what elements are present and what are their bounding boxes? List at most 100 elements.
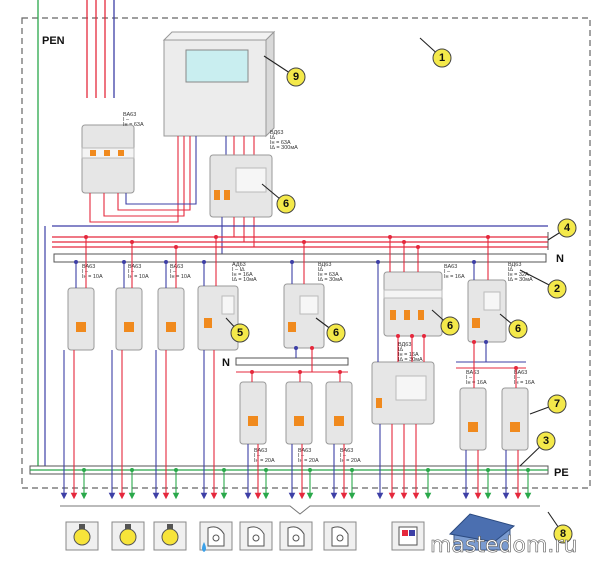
lamp-icon xyxy=(65,521,99,551)
b2-model: ВА63 xyxy=(128,264,141,270)
rcd-main-line1: I∆ xyxy=(270,135,276,141)
electricity-meter xyxy=(162,30,276,138)
socket-breakers xyxy=(239,381,353,445)
callout-badge xyxy=(547,279,567,299)
callout-number: 7 xyxy=(554,398,560,410)
callout-badge xyxy=(557,218,577,238)
junction-dot xyxy=(396,334,400,338)
socket-icon xyxy=(323,521,357,551)
pe-junction xyxy=(130,468,134,472)
socket-icon xyxy=(239,521,273,551)
junction-dot xyxy=(74,260,78,264)
pe-junction xyxy=(350,468,354,472)
s1-model: ВА63 xyxy=(254,448,267,454)
r1-model: ВА63 xyxy=(466,370,479,376)
s3-line2: Iн = 20А xyxy=(340,458,361,464)
callout-number: 2 xyxy=(554,283,560,295)
callout-badge xyxy=(276,194,296,214)
callout-number: 6 xyxy=(447,320,453,332)
n-bus-small-label: N xyxy=(222,357,230,369)
junction-dot xyxy=(250,370,254,374)
r2-line1: I – xyxy=(514,375,521,381)
n-bus-bar xyxy=(53,253,547,263)
pe-junction xyxy=(264,468,268,472)
junction-dot xyxy=(422,334,426,338)
callout-number: 6 xyxy=(515,323,521,335)
vd-right-model: ВД63 xyxy=(508,262,521,268)
junction-dot xyxy=(298,370,302,374)
main-rcd xyxy=(209,154,273,218)
main-line1: I – xyxy=(123,117,130,123)
junction-dot xyxy=(514,366,518,370)
mid-rcd xyxy=(283,283,325,349)
meter-wiring xyxy=(89,136,255,223)
callout-number: 9 xyxy=(293,71,299,83)
junction-dot xyxy=(290,260,294,264)
s1-line2: Iн = 20А xyxy=(254,458,275,464)
main-model: ВА63 xyxy=(123,112,136,118)
right-rcd xyxy=(467,279,507,343)
junction-dot xyxy=(410,334,414,338)
junction-dot xyxy=(130,240,134,244)
callout-number: 8 xyxy=(560,528,566,540)
vd3p-line2: Iн = 16А xyxy=(398,352,419,358)
junction-dot xyxy=(294,346,298,350)
junction-dot xyxy=(202,260,206,264)
b3p-line1: I – xyxy=(444,269,451,275)
b3-line2: Iн = 10А xyxy=(170,274,191,280)
pe-junction xyxy=(174,468,178,472)
junction-dot xyxy=(402,240,406,244)
callout-badge xyxy=(553,524,573,544)
callout-number: 1 xyxy=(439,52,445,64)
vd3p-line3: I∆ = 30мА xyxy=(398,357,423,363)
b3p-line2: Iн = 16А xyxy=(444,274,465,280)
vd-right-line3: I∆ = 30мА xyxy=(508,277,533,283)
pe-junction xyxy=(222,468,226,472)
callout-number: 4 xyxy=(564,222,571,234)
vd-right-line1: I∆ xyxy=(508,267,514,273)
load-icons xyxy=(65,513,516,552)
right-breakers xyxy=(459,387,529,451)
vd-mid-model: ВД63 xyxy=(318,262,331,268)
ad63-breaker xyxy=(197,285,239,351)
main-line2: Iн = 63А xyxy=(123,122,144,128)
rcd-main-model: ВД63 xyxy=(270,130,283,136)
ad63-line2: Iн = 16А xyxy=(232,272,253,278)
pe-junction xyxy=(526,468,530,472)
callout-badge xyxy=(286,67,306,87)
ad63-model: АД63 xyxy=(232,262,246,268)
phase-buses xyxy=(52,236,548,248)
socket-wet-icon xyxy=(199,521,233,552)
junction-dot xyxy=(214,235,218,239)
vd3p-model: ВД63 xyxy=(398,342,411,348)
junction-dot xyxy=(164,260,168,264)
pe-junction xyxy=(82,468,86,472)
pen-label: PEN xyxy=(42,35,65,47)
watermark: mastedom.ru xyxy=(430,533,577,558)
feed-wires xyxy=(74,235,518,388)
n-bus-label: N xyxy=(556,253,564,265)
b3-line1: I – xyxy=(170,269,177,275)
vd3p-line1: I∆ xyxy=(398,347,404,353)
junction-dot xyxy=(302,240,306,244)
lamp-icon xyxy=(111,521,145,551)
junction-dot xyxy=(174,245,178,249)
s3-model: ВА63 xyxy=(340,448,353,454)
vd-mid-line1: I∆ xyxy=(318,267,324,273)
pe-junction xyxy=(426,468,430,472)
junction-dot xyxy=(472,340,476,344)
junction-dot xyxy=(388,235,392,239)
loads-brace xyxy=(60,505,540,515)
junction-dot xyxy=(486,235,490,239)
callout-number: 6 xyxy=(283,198,289,210)
vd-right-line2: Iн = 32А xyxy=(508,272,529,278)
junction-dot xyxy=(338,370,342,374)
rcd-main-line2: Iн = 63А xyxy=(270,140,291,146)
outgoing-wires xyxy=(60,350,532,500)
pe-bus-label: PE xyxy=(554,467,569,479)
junction-dot xyxy=(310,346,314,350)
b3p-model: ВА63 xyxy=(444,264,457,270)
ad63-line3: I∆ = 10мА xyxy=(232,277,257,283)
